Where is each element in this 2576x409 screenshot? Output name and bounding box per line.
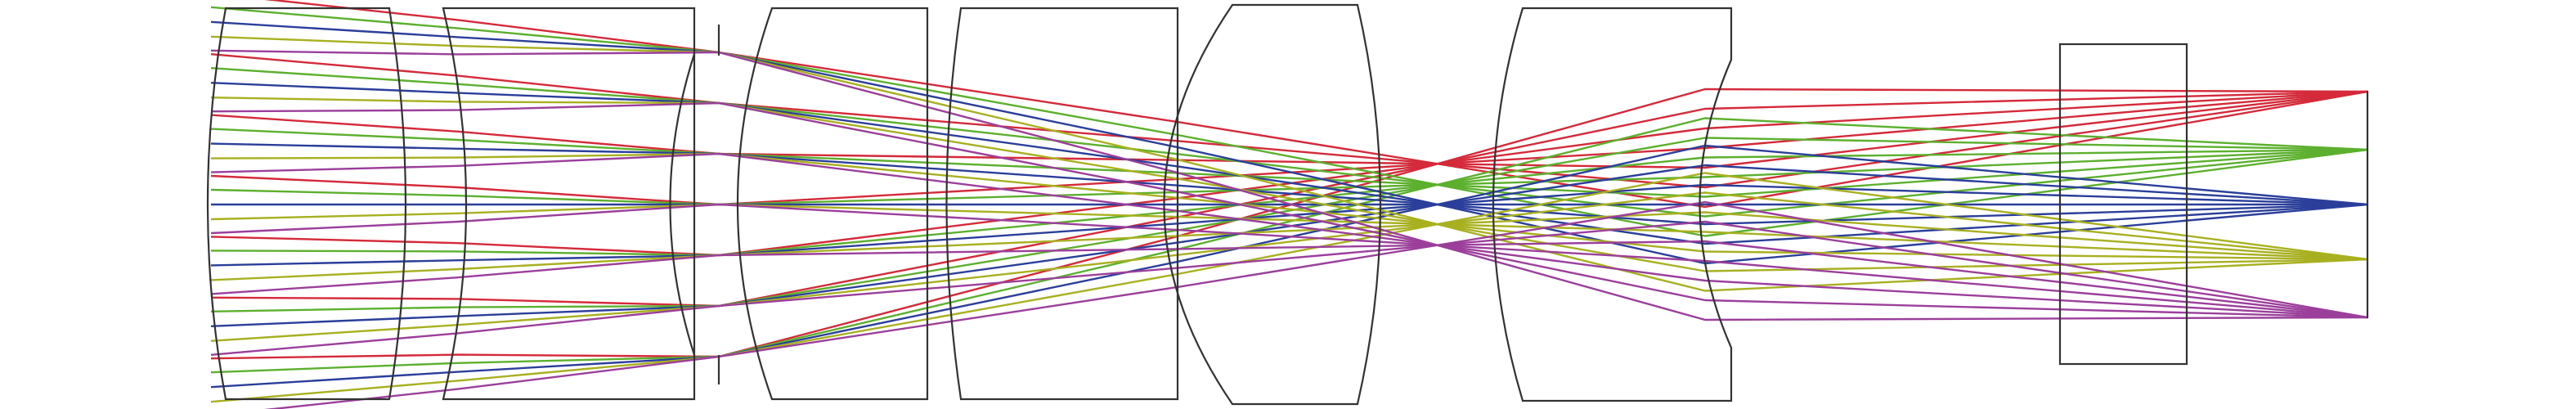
ray-field-1-7 <box>210 88 2368 360</box>
ray-field-4-7 <box>210 172 2368 403</box>
ray-field-4-4 <box>210 203 2368 261</box>
ray-field-2-4 <box>210 148 2368 206</box>
ray-field-5-6 <box>210 220 2368 356</box>
ray-field-2-7 <box>210 117 2368 374</box>
ray-field-4-1 <box>210 35 2368 292</box>
ray-field-1-4 <box>210 90 2368 206</box>
optical-elements <box>206 3 2369 406</box>
lens-1 <box>206 7 407 401</box>
ray-field-3-7 <box>210 144 2368 389</box>
ray-bundles <box>210 0 2368 409</box>
lens-2 <box>442 7 696 401</box>
lens-3 <box>736 7 929 401</box>
ray-field-4-3 <box>210 152 2368 261</box>
lens-6 <box>1492 7 1733 402</box>
ray-field-5-4 <box>210 203 2368 319</box>
ray-field-5-3 <box>210 152 2368 319</box>
filter-plate <box>2058 43 2188 366</box>
lens-5 <box>1163 3 1382 406</box>
ray-field-5-7 <box>263 200 2368 409</box>
ray-field-1-5 <box>210 90 2368 257</box>
ray-field-4-5 <box>210 211 2368 281</box>
lens-2-rear-element <box>669 53 696 356</box>
lens-4 <box>945 7 1179 401</box>
ray-field-5-1 <box>210 49 2368 321</box>
ray-field-2-5 <box>210 148 2368 257</box>
